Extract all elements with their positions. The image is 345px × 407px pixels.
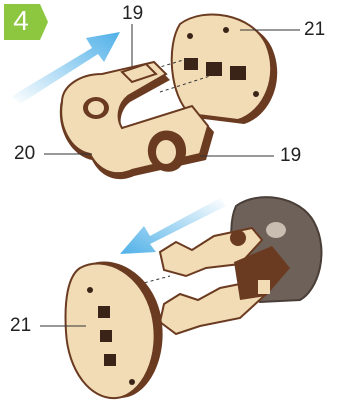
step-number: 4	[4, 6, 38, 36]
callout-19-top: 19	[122, 4, 143, 23]
bottom-assembly	[66, 197, 322, 398]
callout-20: 20	[14, 144, 35, 163]
callout-19-right: 19	[280, 146, 301, 165]
part-21-plate-bottom	[66, 262, 163, 399]
callout-21-bottom: 21	[10, 316, 31, 335]
callout-21-top: 21	[304, 20, 325, 39]
